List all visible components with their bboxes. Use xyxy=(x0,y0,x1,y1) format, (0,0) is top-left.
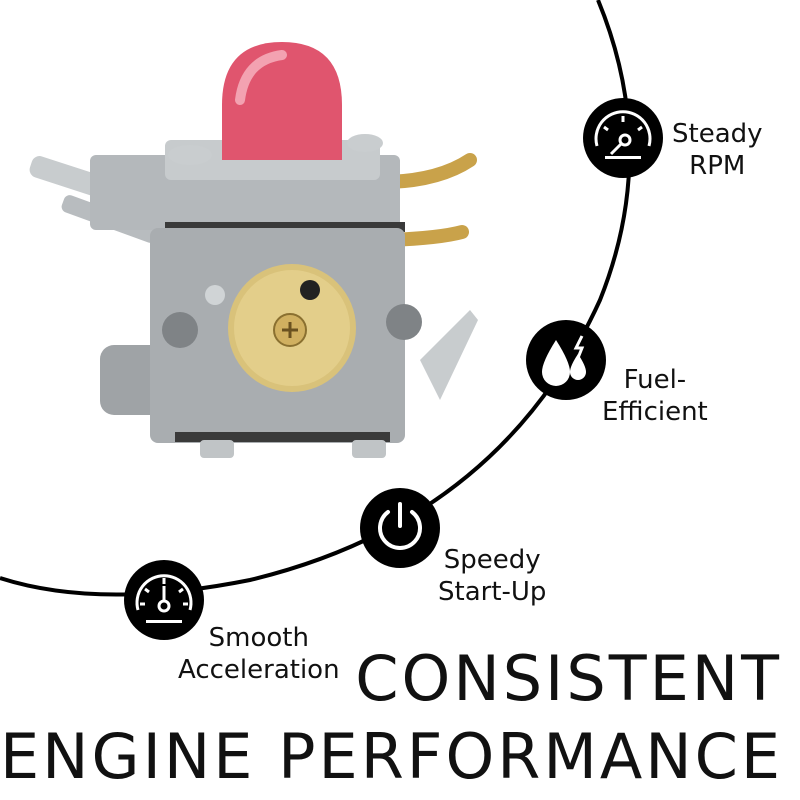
headline-line-2: ENGINE PERFORMANCE xyxy=(0,720,784,793)
feature-smooth-acceleration: Smooth Acceleration xyxy=(178,622,340,686)
feature-label-line2: Start-Up xyxy=(438,577,547,607)
feature-fuel-efficient: Fuel- Efficient xyxy=(602,364,708,428)
feature-label-line2: RPM xyxy=(689,151,746,181)
feature-speedy-start-up: Speedy Start-Up xyxy=(438,544,546,608)
carburetor-image xyxy=(29,42,478,458)
tachometer-icon xyxy=(583,98,663,178)
feature-label-line1: Fuel- xyxy=(623,365,687,395)
feature-label-line2: Acceleration xyxy=(178,655,340,685)
headline-line-1: CONSISTENT xyxy=(355,642,782,715)
feature-label-line1: Speedy xyxy=(443,545,541,575)
speedometer-icon xyxy=(124,560,204,640)
feature-label-line1: Smooth xyxy=(208,623,309,653)
fuel-drops-icon xyxy=(526,320,606,400)
feature-label-line2: Efficient xyxy=(602,397,708,427)
feature-steady-rpm: Steady RPM xyxy=(672,118,763,182)
power-icon xyxy=(360,488,440,568)
feature-label-line1: Steady xyxy=(672,119,763,149)
